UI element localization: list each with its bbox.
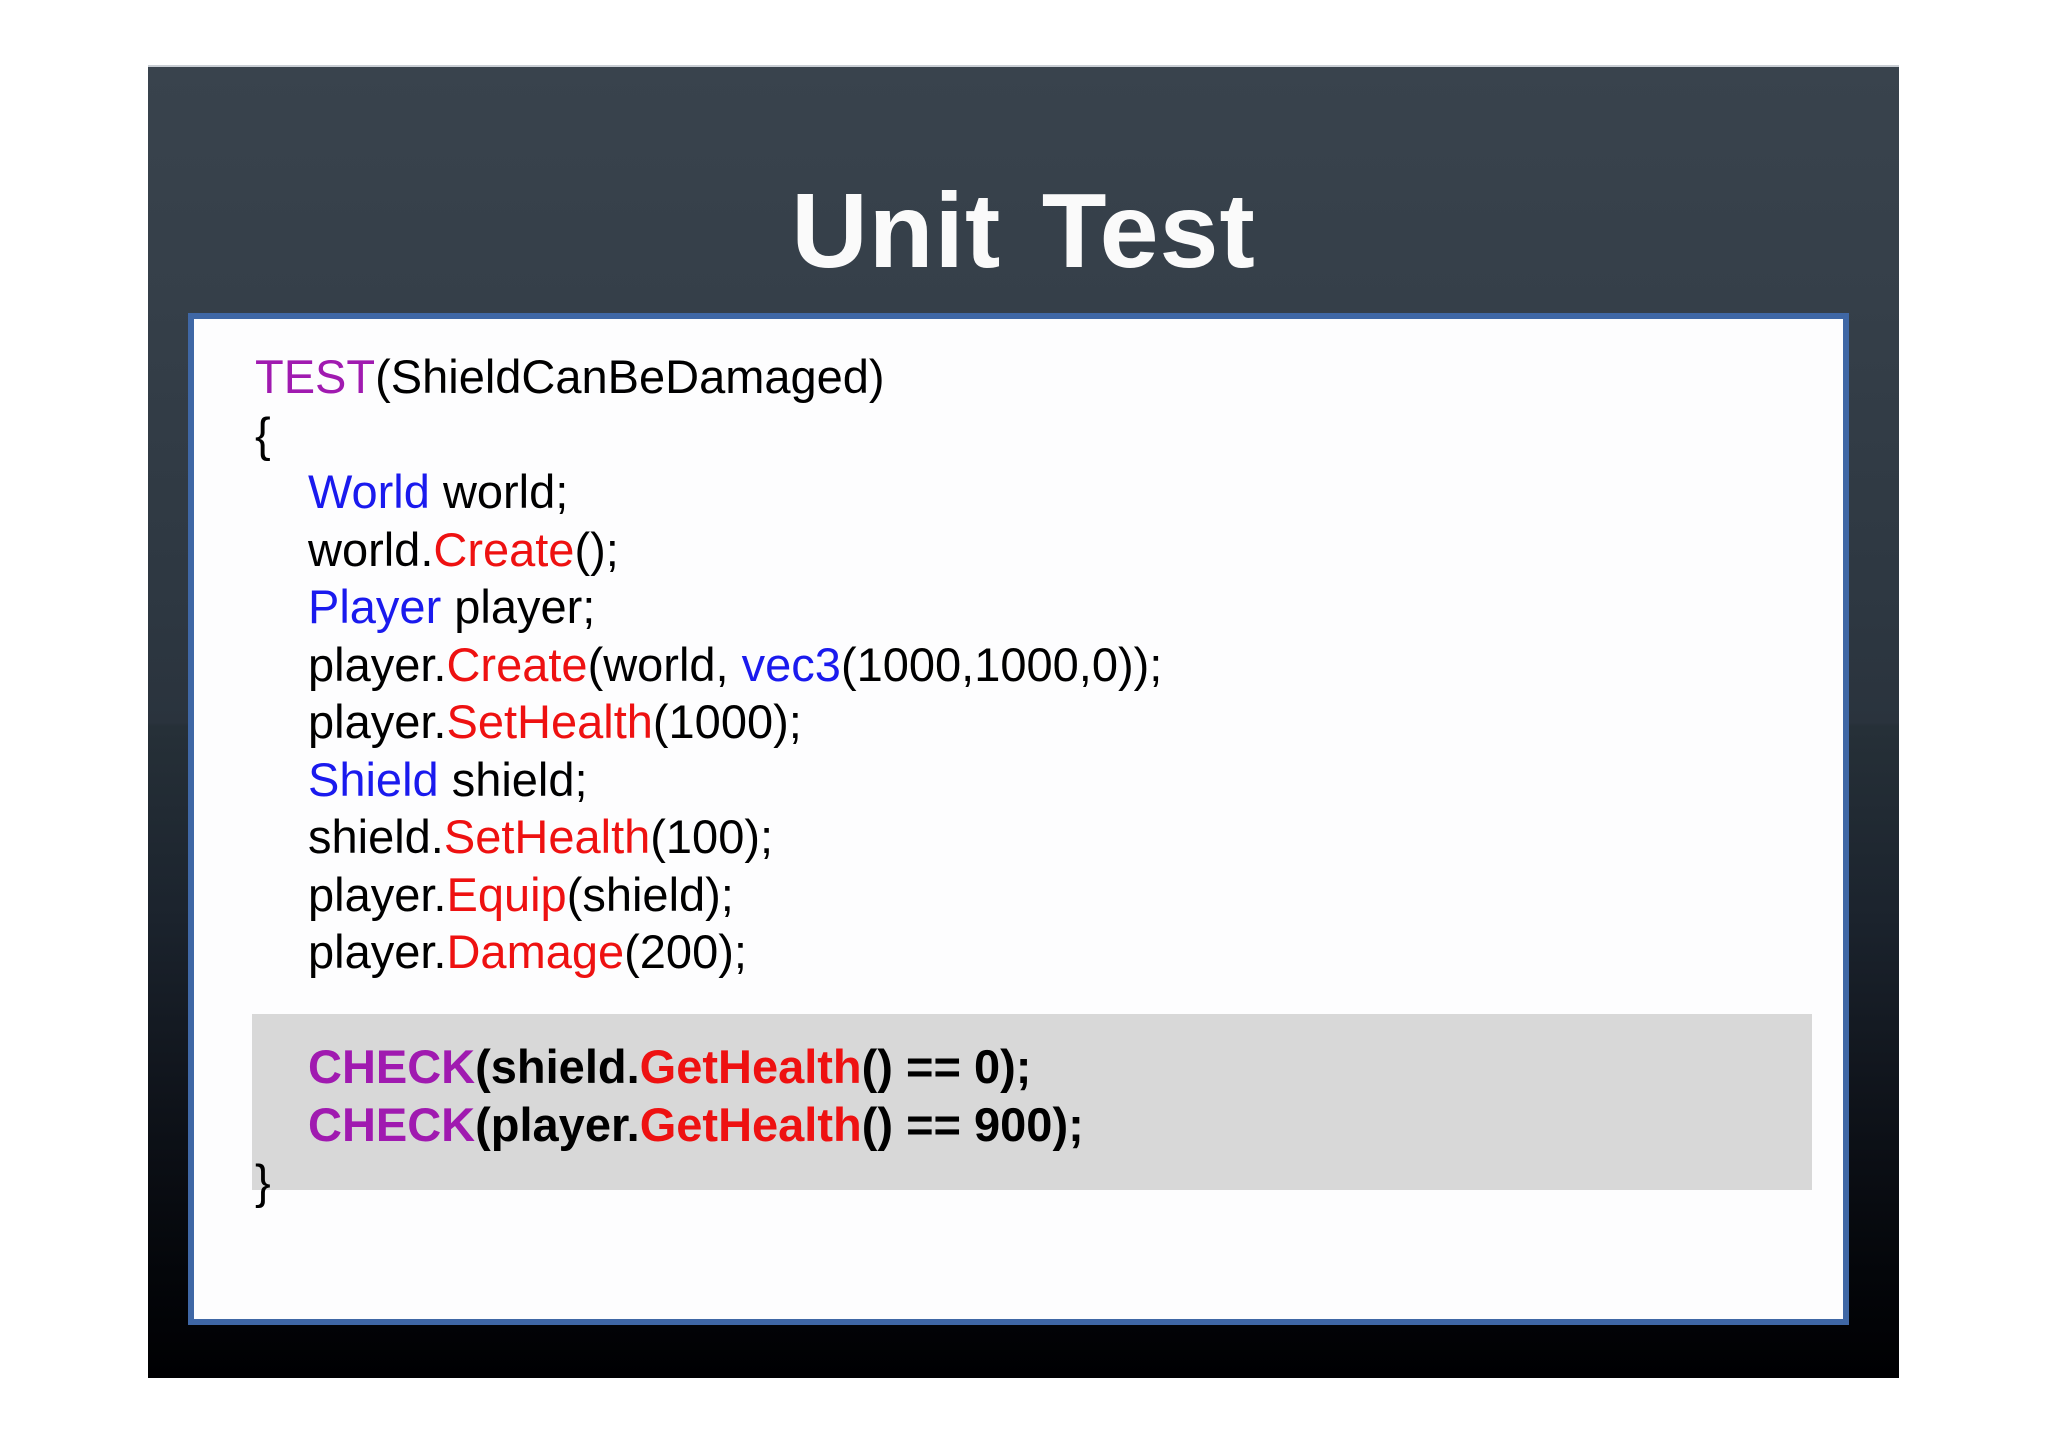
code-segment-text: (1000,1000,0)); — [840, 637, 1163, 691]
code-segment-text: } — [255, 1155, 271, 1208]
code-segment-text: (shield); — [566, 867, 734, 921]
code-line: CHECK(player.GetHealth() == 900); — [194, 1096, 1843, 1154]
code-segment-method: GetHealth — [639, 1040, 862, 1093]
code-segment-method: SetHealth — [443, 810, 651, 863]
code-segment-text: (); — [574, 522, 619, 576]
code-segment-text: player. — [308, 637, 447, 691]
code-line: } — [194, 1153, 1843, 1211]
code-line: player.SetHealth(1000); — [194, 693, 1843, 751]
code-segment-method: Equip — [446, 867, 567, 921]
code-segment-text: () == 900); — [861, 1097, 1084, 1151]
code-line: Player player; — [194, 578, 1843, 636]
code-segment-macro: CHECK — [308, 1097, 476, 1151]
code-segment-macro: TEST — [255, 350, 376, 403]
code-line: shield.SetHealth(100); — [194, 808, 1843, 866]
code-segment-text: player. — [308, 867, 447, 921]
code-segment-text: () == 0); — [861, 1040, 1032, 1093]
slide-header: Unit Test — [148, 172, 1899, 290]
slide-title: Unit Test — [791, 171, 1256, 290]
check-highlight-block — [252, 1014, 1812, 1190]
code-segment-method: SetHealth — [446, 695, 653, 748]
code-segment-text: (player. — [475, 1097, 640, 1151]
code-lines: TEST(ShieldCanBeDamaged){World world;wor… — [194, 348, 1843, 1211]
code-segment-method: Create — [433, 522, 575, 576]
code-segment-text: player. — [308, 695, 447, 748]
code-line: Shield shield; — [194, 751, 1843, 809]
code-segment-text: world; — [429, 465, 569, 518]
code-segment-type: Player — [308, 580, 442, 633]
code-segment-text: { — [255, 407, 271, 461]
code-panel: TEST(ShieldCanBeDamaged){World world;wor… — [188, 313, 1849, 1325]
code-line: CHECK(shield.GetHealth() == 0); — [194, 1038, 1843, 1096]
code-segment-method: Damage — [446, 925, 625, 978]
code-line — [194, 981, 1843, 1039]
code-segment-text: (200); — [624, 925, 747, 978]
code-line: world.Create(); — [194, 521, 1843, 579]
code-line: TEST(ShieldCanBeDamaged) — [194, 348, 1843, 406]
code-line: player.Damage(200); — [194, 923, 1843, 981]
code-line: World world; — [194, 463, 1843, 521]
code-line: player.Equip(shield); — [194, 866, 1843, 924]
code-panel-inner: TEST(ShieldCanBeDamaged){World world;wor… — [194, 319, 1843, 1319]
code-segment-text: (shield. — [475, 1040, 640, 1093]
code-segment-text: shield. — [308, 810, 444, 863]
code-segment-text: (world, — [587, 637, 742, 691]
code-segment-method: GetHealth — [639, 1097, 862, 1151]
code-segment-text: (1000); — [652, 695, 802, 748]
code-segment-text: player; — [441, 580, 596, 633]
code-line: { — [194, 406, 1843, 464]
presentation-slide: Unit Test TEST(ShieldCanBeDamaged){World… — [148, 65, 1899, 1378]
code-segment-method: Create — [446, 637, 588, 691]
code-segment-type: World — [308, 465, 430, 518]
code-segment-macro: CHECK — [308, 1040, 476, 1093]
code-segment-text: shield; — [438, 752, 588, 806]
code-segment-type: vec3 — [741, 637, 841, 691]
code-segment-type: Shield — [308, 752, 439, 806]
code-segment-text: player. — [308, 925, 447, 978]
code-line: player.Create(world, vec3(1000,1000,0)); — [194, 636, 1843, 694]
code-segment-text: (100); — [650, 810, 774, 863]
code-segment-text: (ShieldCanBeDamaged) — [375, 350, 885, 403]
code-segment-text: world. — [308, 522, 434, 576]
